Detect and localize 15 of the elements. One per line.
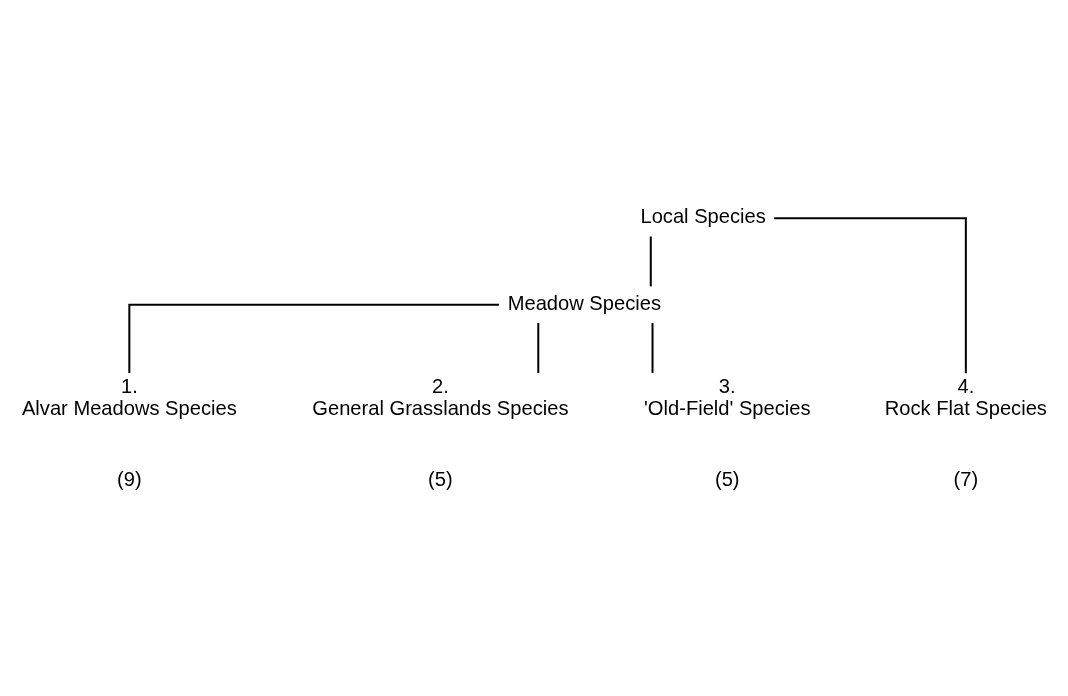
node-text: 1. Alvar Meadows Species bbox=[21, 375, 237, 420]
node-text: 3. 'Old-Field' Species bbox=[644, 375, 811, 420]
node-label: (7) bbox=[953, 467, 979, 490]
connector bbox=[537, 323, 540, 373]
node-text: Meadow Species bbox=[507, 291, 661, 314]
connector bbox=[128, 303, 499, 374]
node-label: (5) bbox=[428, 467, 453, 490]
connector bbox=[774, 217, 967, 374]
node-text: Local Species bbox=[640, 205, 766, 228]
connector bbox=[651, 323, 654, 373]
node-text: 4. Rock Flat Species bbox=[884, 375, 1047, 420]
node-label: (9) bbox=[117, 467, 142, 490]
node-label: (5) bbox=[714, 467, 740, 490]
node-text: 2. General Grasslands Species bbox=[312, 375, 569, 420]
connector bbox=[649, 236, 652, 287]
